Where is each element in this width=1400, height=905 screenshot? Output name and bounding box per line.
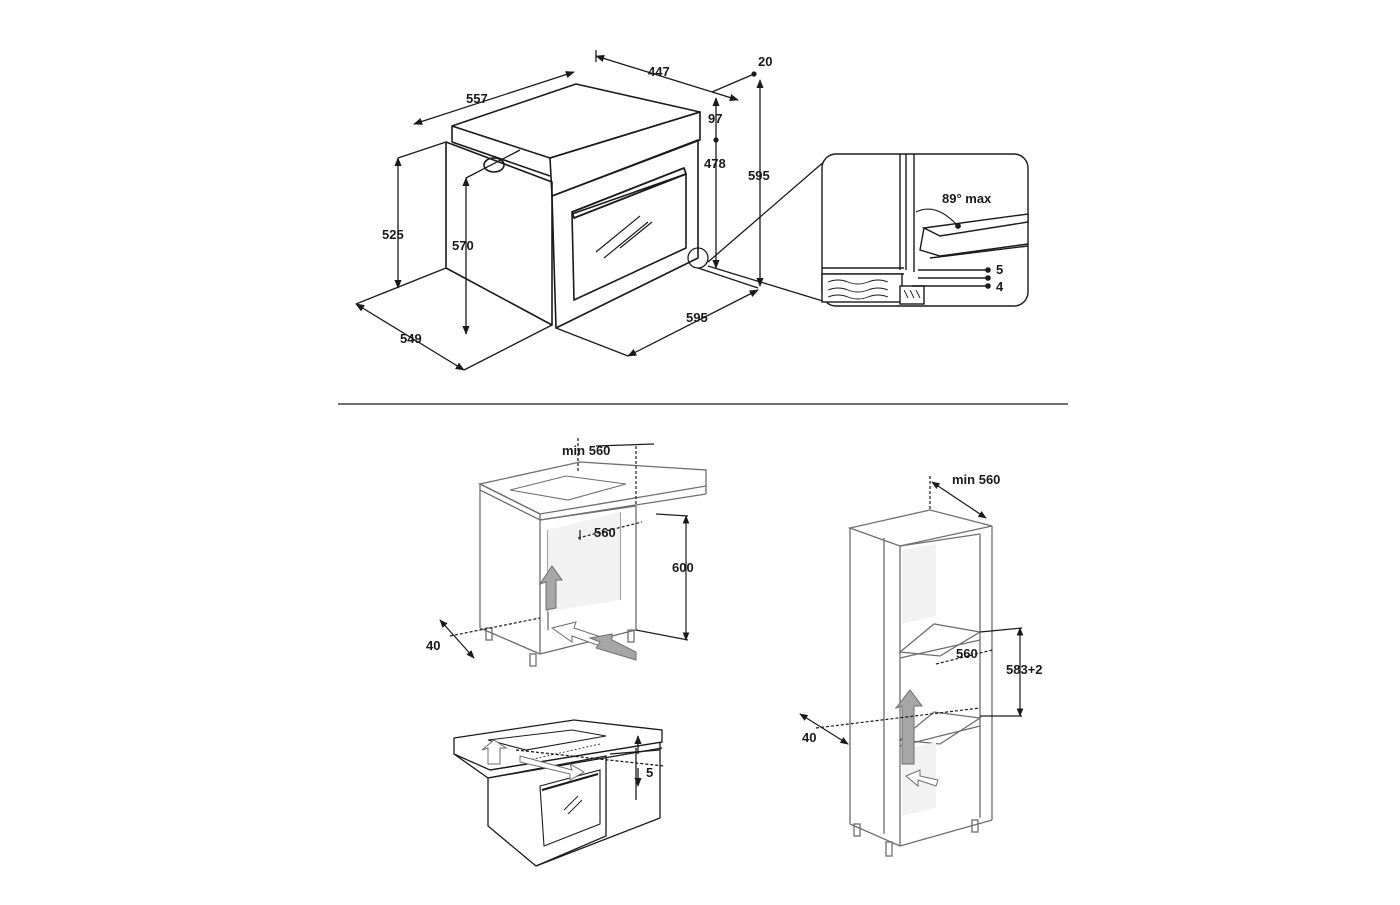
detail-open-door bbox=[921, 213, 1029, 237]
hob-plate bbox=[487, 729, 607, 751]
dim-panel-height: 97 bbox=[708, 111, 722, 126]
hob-outline bbox=[509, 475, 627, 501]
uc-inner-width: 560 bbox=[594, 525, 616, 540]
detail-gap-upper: 5 bbox=[996, 262, 1003, 277]
column-top bbox=[847, 509, 993, 547]
lower-oven-door bbox=[539, 769, 601, 847]
dim-width-top-side: 557 bbox=[466, 91, 488, 106]
dim-door-height: 478 bbox=[704, 156, 726, 171]
hob-airflow-out bbox=[519, 755, 586, 781]
dim-width-bottom: 595 bbox=[686, 310, 708, 325]
airflow-arrow-bottom bbox=[588, 633, 637, 661]
col-inner-width: 560 bbox=[956, 646, 978, 661]
hob-airflow bbox=[481, 739, 586, 781]
oven-top-panel bbox=[451, 83, 701, 159]
col-cutout-width-min: min 560 bbox=[952, 472, 1000, 487]
column-airflow-in bbox=[905, 769, 939, 788]
airflow-arrow-in bbox=[550, 621, 605, 647]
detail-angle-arc bbox=[915, 208, 959, 227]
detail-gap-lower: 4 bbox=[996, 279, 1004, 294]
dim-side-height: 525 bbox=[382, 227, 404, 242]
column-dims bbox=[799, 476, 1024, 745]
worktop-top bbox=[478, 461, 707, 515]
hob-airflow-up bbox=[481, 739, 508, 765]
oven-dimension-lines bbox=[355, 50, 827, 371]
oven-door bbox=[551, 139, 699, 329]
uc-height: 600 bbox=[672, 560, 694, 575]
oven-dimension-labels: 447 20 557 97 478 595 525 570 549 595 bbox=[382, 54, 772, 346]
oven-vent bbox=[483, 157, 505, 173]
hob-gap: 5 bbox=[646, 765, 653, 780]
airflow-arrow-up bbox=[538, 565, 563, 611]
oven-side-body bbox=[445, 141, 553, 326]
uc-cutout-width-min: min 560 bbox=[562, 443, 610, 458]
oven-drawing bbox=[445, 83, 709, 329]
uc-rear-gap: 40 bbox=[426, 638, 440, 653]
dim-overall-height: 595 bbox=[748, 168, 770, 183]
under-counter-labels: min 560 560 600 40 bbox=[426, 443, 694, 653]
column-cabinet bbox=[847, 509, 993, 857]
detail-labels: 89° max 5 4 bbox=[942, 191, 1004, 294]
col-height: 583+2 bbox=[1006, 662, 1043, 677]
oven-door-window bbox=[571, 173, 687, 301]
dim-clearance-top: 20 bbox=[758, 54, 772, 69]
col-rear-gap: 40 bbox=[802, 730, 816, 745]
column-airflow bbox=[894, 689, 939, 788]
lower-oven-box bbox=[487, 755, 607, 867]
hob-install-drawing bbox=[453, 719, 665, 867]
dim-body-height: 570 bbox=[452, 238, 474, 253]
column-airflow-up bbox=[894, 689, 923, 765]
column-labels: min 560 560 583+2 40 bbox=[802, 472, 1043, 745]
detail-callout bbox=[821, 153, 1029, 307]
under-counter-dims bbox=[439, 438, 690, 659]
detail-door-angle: 89° max bbox=[942, 191, 992, 206]
oven-handle bbox=[571, 167, 687, 219]
dim-depth-bottom: 549 bbox=[400, 331, 422, 346]
dim-depth-top: 447 bbox=[648, 64, 670, 79]
hob-labels: 5 bbox=[646, 765, 653, 780]
under-counter-airflow bbox=[538, 565, 637, 661]
